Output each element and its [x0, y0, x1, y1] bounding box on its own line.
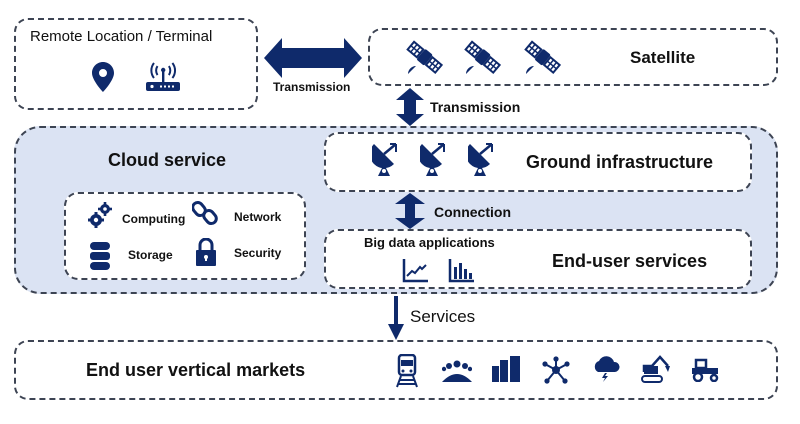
transmission-double-arrow-vertical: [396, 88, 424, 126]
bar-chart-icon: [448, 259, 474, 283]
computing-label: Computing: [122, 212, 186, 226]
network-label: Network: [234, 210, 282, 224]
remote-location-box: Remote Location / Terminal: [14, 18, 258, 110]
satellite-dish-icon: [420, 142, 446, 176]
vertical-markets-box: End user vertical markets: [14, 340, 778, 400]
database-icon: [90, 242, 110, 270]
satellite-icon: [405, 40, 444, 76]
network-hub-icon: [542, 356, 570, 384]
transmission-label-horizontal: Transmission: [273, 80, 351, 94]
location-pin-icon: [92, 62, 114, 92]
storage-label: Storage: [128, 248, 173, 262]
ground-infrastructure-box: Ground infrastructure: [324, 132, 752, 192]
satellite-dish-icon: [372, 142, 398, 176]
excavator-icon: [641, 355, 670, 383]
services-arrow: [388, 296, 404, 340]
transmission-double-arrow-horizontal: [264, 38, 362, 78]
train-icon: [396, 354, 418, 388]
chain-link-icon: [192, 200, 218, 226]
cloud-services-panel: Computing Network Storage Security: [64, 192, 306, 280]
transmission-label-vertical: Transmission: [430, 99, 521, 115]
connection-label: Connection: [434, 204, 511, 220]
remote-location-title: Remote Location / Terminal: [30, 28, 213, 45]
gears-icon: [88, 202, 112, 228]
satellite-icon: [463, 40, 502, 76]
satellite-title: Satellite: [630, 48, 696, 67]
line-chart-icon: [402, 259, 428, 283]
city-buildings-icon: [492, 356, 520, 382]
vertical-markets-title: End user vertical markets: [86, 360, 306, 380]
satellite-box: Satellite: [368, 28, 778, 86]
ground-infrastructure-title: Ground infrastructure: [526, 152, 714, 172]
tractor-icon: [692, 358, 719, 382]
satellite-icon: [523, 40, 562, 76]
storm-cloud-icon: [594, 356, 620, 382]
connection-double-arrow: [395, 193, 425, 229]
cloud-service-title: Cloud service: [108, 150, 227, 170]
crowd-icon: [442, 360, 472, 382]
big-data-applications-label: Big data applications: [364, 235, 495, 250]
satellite-dish-icon: [468, 142, 494, 176]
security-label: Security: [234, 246, 282, 260]
padlock-icon: [196, 238, 216, 266]
end-user-services-title: End-user services: [552, 251, 708, 271]
end-user-services-box: Big data applications End-user services: [324, 229, 752, 289]
wifi-router-icon: [146, 62, 180, 91]
services-label: Services: [410, 307, 476, 326]
